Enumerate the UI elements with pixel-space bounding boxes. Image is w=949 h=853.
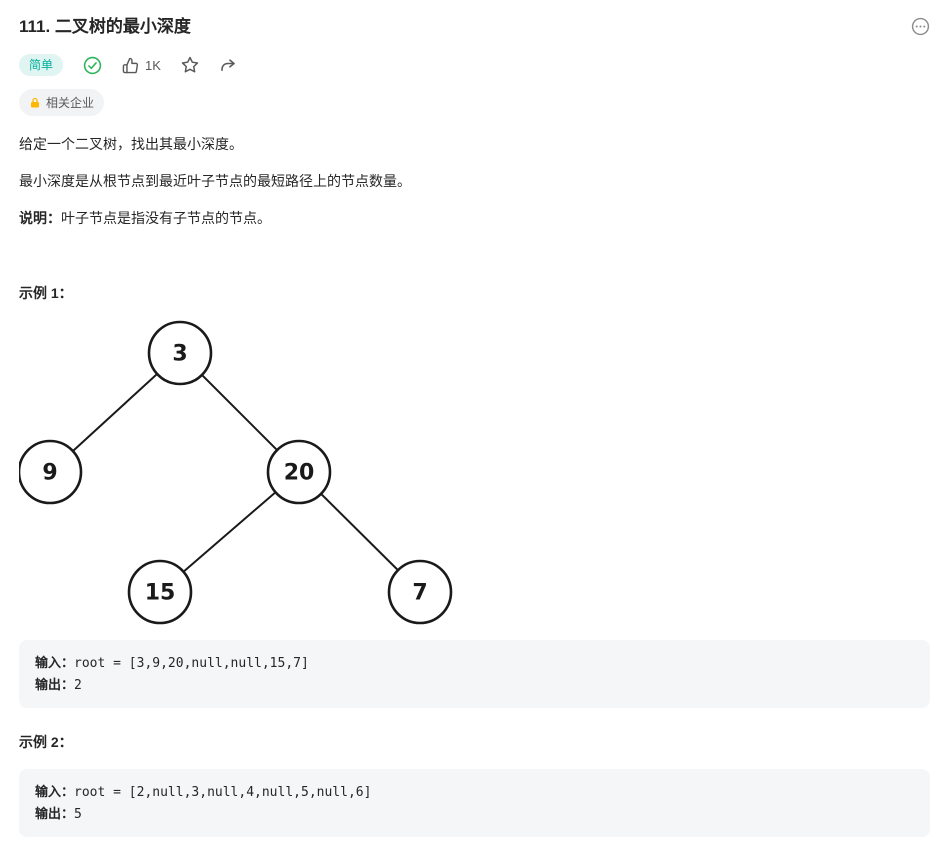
difficulty-badge: 简单 [19, 54, 64, 76]
tree-diagram: 3 9 20 15 7 [19, 320, 453, 625]
example-2-input-line: 输入：root = [2,null,3,null,4,null,5,null,6… [35, 781, 914, 803]
tree-node-label: 9 [42, 461, 57, 486]
tree-node-label: 20 [284, 461, 315, 486]
tag-row: 相关企业 [19, 89, 930, 116]
more-options-button[interactable] [911, 17, 930, 36]
tree-node-label: 7 [412, 581, 427, 606]
tree-node-label: 15 [145, 581, 176, 606]
ellipsis-circle-icon [911, 17, 930, 36]
tree-node [127, 559, 193, 625]
input-value: root = [2,null,3,null,4,null,5,null,6] [74, 785, 372, 800]
star-icon [181, 56, 199, 73]
example-1-output-line: 输出：2 [35, 674, 914, 696]
output-label: 输出： [35, 806, 75, 821]
tree-node [147, 320, 213, 386]
lock-icon [29, 97, 41, 109]
description-note: 说明：叶子节点是指没有子节点的节点。 [19, 208, 930, 229]
thumbs-up-icon [122, 57, 139, 73]
solved-status [83, 56, 102, 75]
example-2-output-line: 输出：5 [35, 803, 914, 825]
related-companies-button[interactable]: 相关企业 [19, 89, 105, 116]
example-2-heading: 示例 2： [19, 734, 73, 750]
like-button[interactable]: 1K [122, 57, 161, 74]
note-text: 叶子节点是指没有子节点的节点。 [61, 210, 271, 226]
example-1-input-line: 输入：root = [3,9,20,null,null,15,7] [35, 652, 914, 674]
tree-node [266, 439, 332, 505]
example-2-io-block: 输入：root = [2,null,3,null,4,null,5,null,6… [19, 769, 930, 837]
output-label: 输出： [35, 677, 75, 692]
input-label: 输入： [35, 784, 75, 799]
problem-meta-row: 简单 1K [19, 53, 930, 77]
description-paragraph-1: 给定一个二叉树，找出其最小深度。 [19, 136, 243, 152]
output-value: 5 [74, 807, 82, 822]
related-companies-label: 相关企业 [46, 96, 95, 110]
tree-node-label: 3 [172, 342, 187, 367]
share-icon [221, 59, 235, 71]
like-count: 1K [145, 57, 161, 73]
problem-description: 给定一个二叉树，找出其最小深度。 最小深度是从根节点到最近叶子节点的最短路径上的… [19, 134, 930, 837]
problem-header: 111. 二叉树的最小深度 [19, 16, 930, 37]
favorite-button[interactable] [181, 56, 199, 74]
tree-node [387, 559, 453, 625]
tree-node [19, 439, 83, 505]
problem-title: 111. 二叉树的最小深度 [19, 17, 191, 36]
example-1-heading: 示例 1： [19, 285, 73, 301]
input-value: root = [3,9,20,null,null,15,7] [74, 656, 309, 671]
share-button[interactable] [219, 56, 237, 74]
description-paragraph-2: 最小深度是从根节点到最近叶子节点的最短路径上的节点数量。 [19, 173, 411, 189]
output-value: 2 [74, 678, 82, 693]
note-label: 说明： [19, 210, 61, 226]
example-1-io-block: 输入：root = [3,9,20,null,null,15,7] 输出：2 [19, 640, 930, 708]
check-circle-icon [83, 56, 102, 74]
input-label: 输入： [35, 655, 75, 670]
